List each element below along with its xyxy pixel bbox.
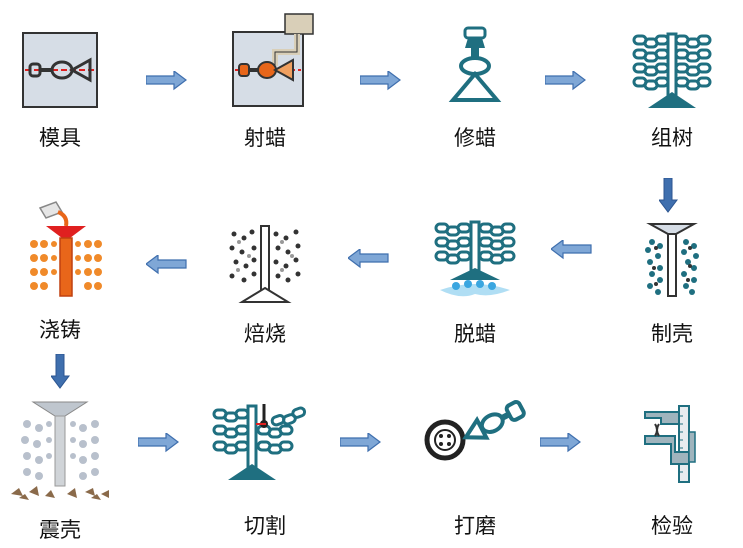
mold-icon	[22, 32, 98, 108]
step-tree-assembly	[612, 30, 732, 110]
step-wax-trimming	[415, 26, 535, 106]
wax-pattern-icon	[448, 26, 502, 102]
grinding-icon	[424, 400, 526, 461]
step-label-pouring: 浇铸	[39, 318, 81, 342]
step-cutting	[205, 400, 325, 484]
step-grinding	[415, 396, 535, 480]
arrow-right-icon	[340, 433, 381, 452]
step-label-wax-injection: 射蜡	[244, 126, 286, 150]
step-inspection	[612, 402, 732, 486]
shell-shaking-icon	[11, 401, 109, 500]
arrow-right-icon	[545, 71, 586, 90]
pouring-icon	[30, 201, 102, 297]
wax-tree-icon	[630, 32, 714, 108]
shell-icon	[645, 223, 699, 297]
step-label-dewaxing: 脱蜡	[454, 322, 496, 346]
step-label-roasting: 焙烧	[244, 322, 286, 346]
step-mold	[0, 30, 120, 110]
arrow-right-icon	[138, 433, 179, 452]
step-dewaxing	[415, 218, 535, 302]
step-shell-making	[612, 218, 732, 302]
step-label-inspection: 检验	[651, 514, 693, 538]
arrow-right-icon	[540, 433, 581, 452]
arrow-down-icon	[51, 354, 70, 389]
arrow-left-icon	[146, 255, 187, 274]
wax-injection-icon	[232, 13, 314, 107]
step-label-shell-making: 制壳	[651, 322, 693, 346]
arrow-right-icon	[360, 71, 401, 90]
arrow-down-icon	[659, 178, 678, 213]
dewax-icon	[430, 220, 520, 297]
step-label-grinding: 打磨	[454, 514, 496, 538]
step-roasting	[205, 222, 325, 306]
step-wax-injection	[205, 4, 325, 110]
caliper-icon	[644, 405, 696, 483]
arrow-right-icon	[146, 71, 187, 90]
step-label-tree-assembly: 组树	[651, 126, 693, 150]
cutting-icon	[210, 404, 320, 480]
arrow-left-icon	[348, 249, 389, 268]
arrow-left-icon	[551, 240, 592, 259]
step-label-wax-trimming: 修蜡	[454, 126, 496, 150]
step-label-cutting: 切割	[244, 514, 286, 538]
step-pouring	[0, 198, 120, 302]
step-shell-shaking	[0, 398, 120, 502]
roasting-icon	[229, 225, 301, 303]
step-label-shell-shaking: 震壳	[39, 518, 81, 542]
step-label-mold: 模具	[39, 126, 81, 150]
